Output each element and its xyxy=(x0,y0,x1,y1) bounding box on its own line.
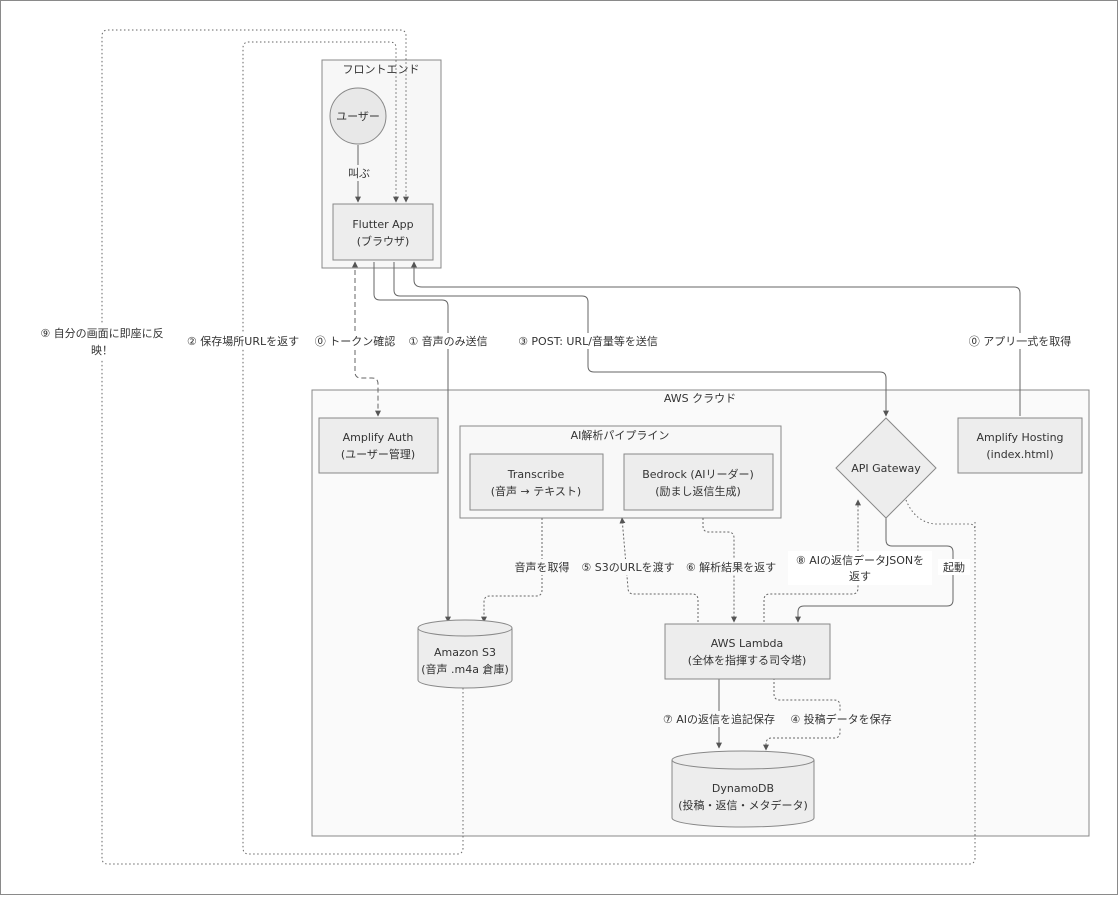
node-gateway-label: API Gateway xyxy=(851,462,921,475)
node-s3-sub: (音声 .m4a 倉庫) xyxy=(421,662,509,676)
label-return-url: ② 保存場所URLを返す xyxy=(187,334,299,348)
node-user: ユーザー xyxy=(329,87,387,145)
node-flutter-title: Flutter App xyxy=(352,218,413,231)
node-flutter-sub: (ブラウザ) xyxy=(357,234,410,248)
node-lambda: AWS Lambda (全体を指揮する司令塔) xyxy=(664,623,831,680)
label-post: ③ POST: URL/音量等を送信 xyxy=(518,334,658,348)
node-auth-sub: (ユーザー管理) xyxy=(341,447,415,461)
node-transcribe-sub: (音声 → テキスト) xyxy=(491,484,581,498)
label-shout: 叫ぶ xyxy=(348,167,370,180)
node-gateway: API Gateway xyxy=(835,417,937,519)
node-hosting-title: Amplify Hosting xyxy=(976,431,1063,444)
label-audio-only: ① 音声のみ送信 xyxy=(408,334,487,348)
group-aws-label: AWS クラウド xyxy=(664,392,736,405)
node-transcribe: Transcribe (音声 → テキスト) xyxy=(469,453,604,511)
node-bedrock-sub: (励まし返信生成) xyxy=(655,484,741,498)
edge-start xyxy=(795,518,954,623)
node-dynamo: DynamoDB (投稿・返信・メタデータ) xyxy=(671,750,815,828)
node-s3: Amazon S3 (音声 .m4a 倉庫) xyxy=(417,619,513,689)
label-get-audio: 音声を取得 xyxy=(515,560,570,574)
group-pipeline-label: AI解析パイプライン xyxy=(571,428,670,442)
node-bedrock: Bedrock (AIリーダー) (励まし返信生成) xyxy=(623,453,774,511)
group-frontend-label: フロントエンド xyxy=(343,63,420,76)
node-hosting: Amplify Hosting (index.html) xyxy=(957,417,1083,474)
node-bedrock-title: Bedrock (AIリーダー) xyxy=(642,467,754,481)
label-token: ⓪ トークン確認 xyxy=(315,334,396,348)
edge-return-json xyxy=(763,499,861,622)
edge-get-audio xyxy=(481,518,543,623)
node-transcribe-title: Transcribe xyxy=(507,468,565,481)
edge-pass-url xyxy=(619,517,699,622)
edge-labels: 叫ぶ ⑨ 自分の画面に即座に反 映！ ② 保存場所URLを返す ⓪ トークン確認… xyxy=(30,165,1077,727)
node-dynamo-sub: (投稿・返信・メタデータ) xyxy=(678,798,808,812)
node-flutter: Flutter App (ブラウザ) xyxy=(332,203,434,261)
label-return-json-line1: ⑧ AIの返信データJSONを xyxy=(796,553,924,567)
edge-gateway-to-reflect xyxy=(905,499,976,531)
label-save-post: ④ 投稿データを保存 xyxy=(790,712,891,726)
label-start: 起動 xyxy=(943,560,965,574)
edge-token xyxy=(352,261,381,417)
edge-return-url xyxy=(242,41,464,855)
label-reflect-line1: ⑨ 自分の画面に即座に反 xyxy=(40,326,163,340)
node-hosting-sub: (index.html) xyxy=(986,448,1053,461)
label-save-reply: ⑦ AIの返信を追記保存 xyxy=(663,712,775,726)
node-auth-title: Amplify Auth xyxy=(343,431,414,444)
label-return-result: ⑥ 解析結果を返す xyxy=(686,560,776,574)
node-user-label: ユーザー xyxy=(336,110,380,123)
node-lambda-title: AWS Lambda xyxy=(711,637,784,650)
node-dynamo-title: DynamoDB xyxy=(712,782,774,795)
node-s3-title: Amazon S3 xyxy=(434,646,496,659)
edge-audio-only xyxy=(373,262,451,623)
label-get-app: ⓪ アプリ一式を取得 xyxy=(969,335,1072,348)
label-reflect-line2: 映！ xyxy=(91,344,113,357)
edge-get-app xyxy=(411,261,1021,416)
node-lambda-sub: (全体を指揮する司令塔) xyxy=(688,653,807,667)
label-return-json-line2: 返す xyxy=(849,570,871,583)
node-auth: Amplify Auth (ユーザー管理) xyxy=(318,417,439,474)
label-pass-url: ⑤ S3のURLを渡す xyxy=(581,560,674,574)
